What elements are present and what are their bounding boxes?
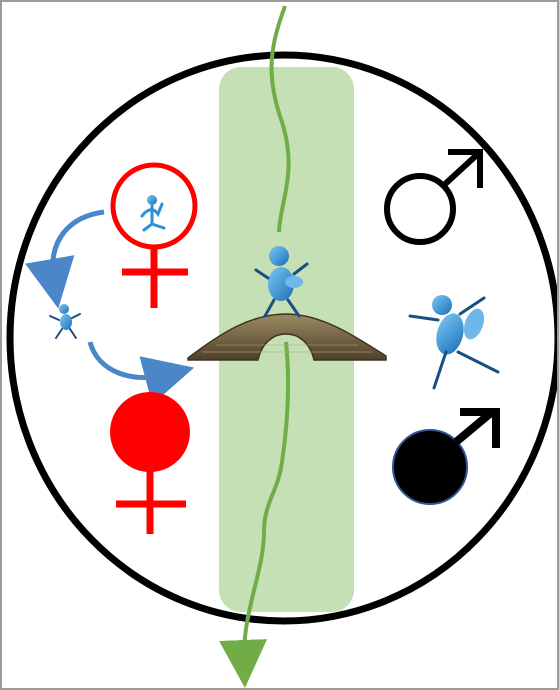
small-figure-in-symbol [142, 195, 164, 230]
mars-symbol-open [387, 152, 480, 242]
small-figure-left [50, 304, 80, 338]
curved-arrow-top [53, 212, 104, 284]
jumping-figure [410, 295, 498, 388]
venus-symbol-open [113, 165, 195, 308]
curved-arrow-bottom [90, 342, 170, 377]
venus-symbol-filled [110, 392, 190, 534]
mars-symbol-filled [393, 412, 496, 504]
